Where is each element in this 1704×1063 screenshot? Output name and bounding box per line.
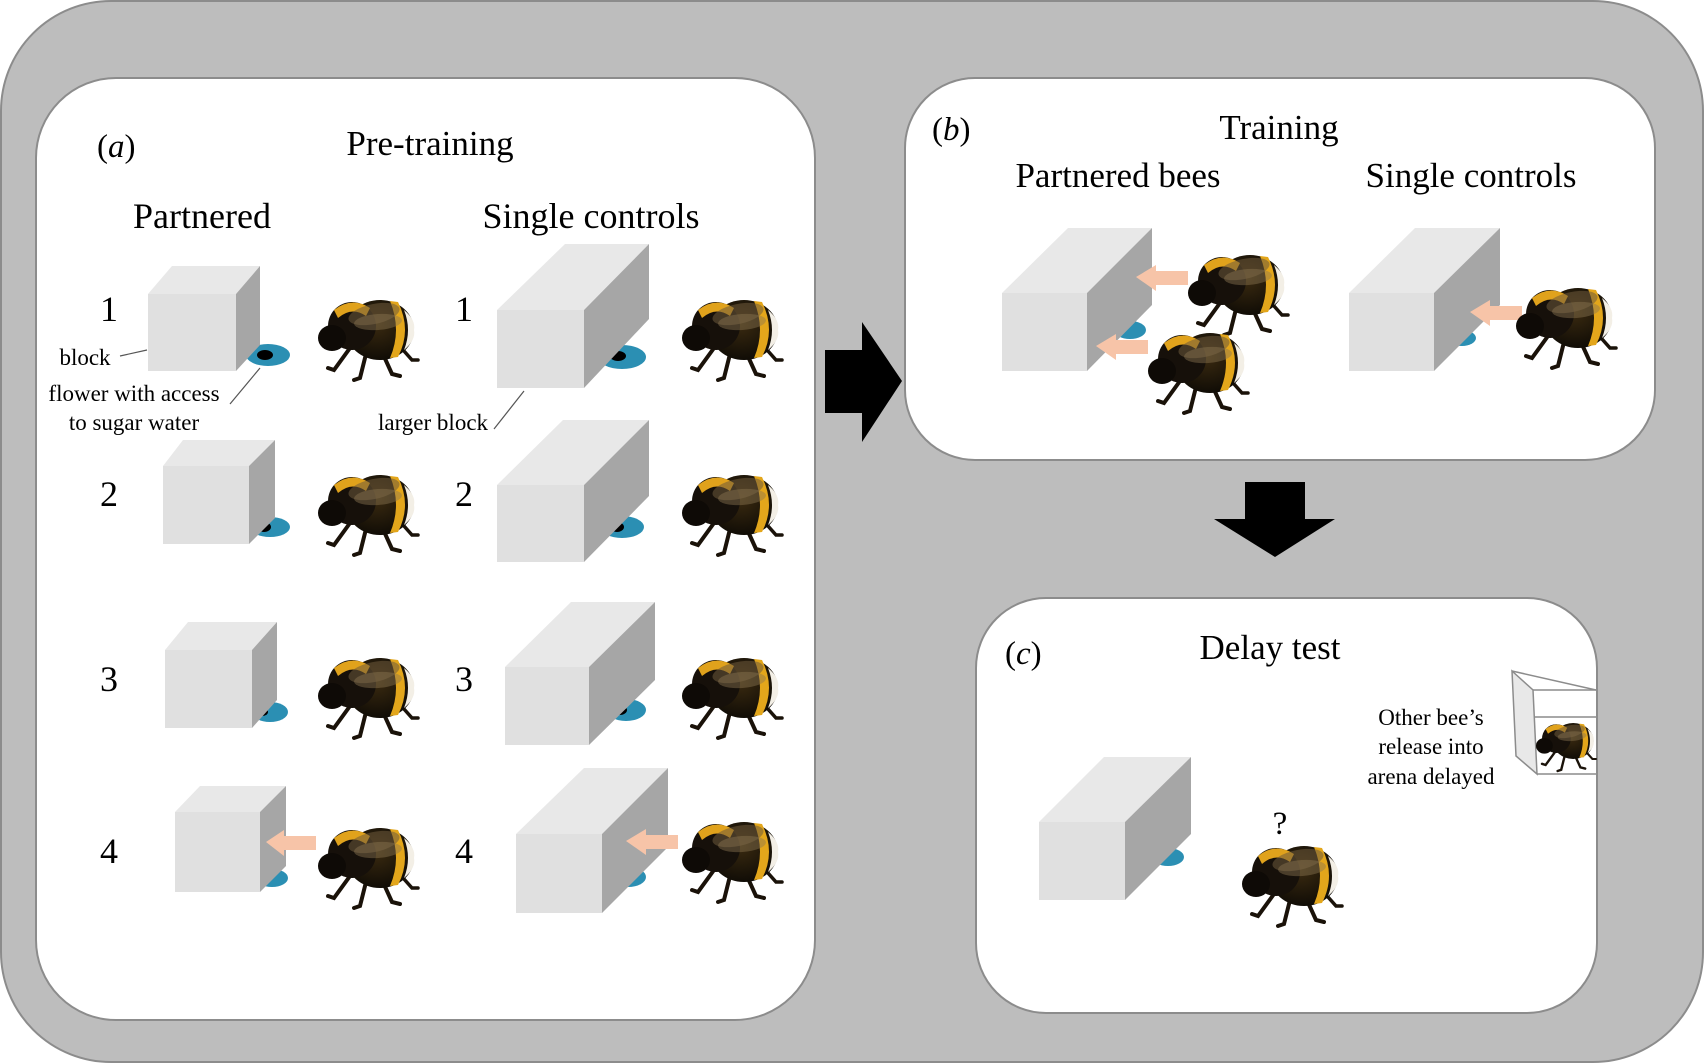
release-chamber xyxy=(1511,669,1597,776)
panel-a-title: Pre-training xyxy=(346,124,513,163)
row-number: 1 xyxy=(100,289,118,329)
delayed-release-note-3: arena delayed xyxy=(1367,764,1495,789)
row-number: 2 xyxy=(455,474,473,514)
block-icon xyxy=(163,440,275,544)
block-icon xyxy=(497,420,649,562)
push-arrow-icon xyxy=(266,830,316,856)
row-number: 3 xyxy=(100,659,118,699)
delayed-release-note-2: release into xyxy=(1378,734,1483,759)
panel-c xyxy=(975,597,1598,1014)
row-number: 4 xyxy=(455,831,473,871)
row-number: 2 xyxy=(100,474,118,514)
flower-icon xyxy=(246,344,290,366)
push-arrow-icon xyxy=(1136,265,1188,291)
block-icon xyxy=(1039,757,1191,900)
block-icon xyxy=(148,266,260,371)
panel-c-title: Delay test xyxy=(1200,628,1341,667)
label-block: block xyxy=(59,345,111,370)
label-flower-2: to sugar water xyxy=(69,410,200,435)
push-arrow-icon xyxy=(1096,334,1148,360)
col-partnered-bees-label: Partnered bees xyxy=(1015,156,1220,195)
flow-arrow-icon xyxy=(825,322,902,442)
block-icon xyxy=(497,244,649,388)
col-partnered-label: Partnered xyxy=(133,196,271,236)
row-number: 4 xyxy=(100,831,118,871)
question-mark: ? xyxy=(1273,806,1288,842)
col-single-label: Single controls xyxy=(483,196,700,236)
row-number: 1 xyxy=(455,289,473,329)
larger-block-leader-line xyxy=(493,390,525,430)
block-icon xyxy=(165,622,277,728)
panel-a-letter: (a) xyxy=(97,129,136,165)
delayed-release-note: Other bee’s xyxy=(1378,705,1483,730)
block-icon xyxy=(505,602,655,745)
block-icon xyxy=(1349,228,1500,371)
flow-arrow-icon xyxy=(1214,482,1335,557)
row-number: 3 xyxy=(455,659,473,699)
panel-b-title: Training xyxy=(1219,108,1338,147)
block-icon xyxy=(175,786,286,892)
col-single-label: Single controls xyxy=(1366,156,1577,195)
block-leader-line xyxy=(119,349,148,357)
panel-b-letter: (b) xyxy=(932,112,971,148)
panel-c-letter: (c) xyxy=(1005,636,1042,672)
flower-leader-line xyxy=(229,367,261,405)
push-arrow-icon xyxy=(1470,300,1522,326)
push-arrow-icon xyxy=(626,829,678,855)
block-icon xyxy=(1002,228,1152,371)
label-flower: flower with access xyxy=(48,381,219,406)
label-larger-block: larger block xyxy=(378,410,489,435)
